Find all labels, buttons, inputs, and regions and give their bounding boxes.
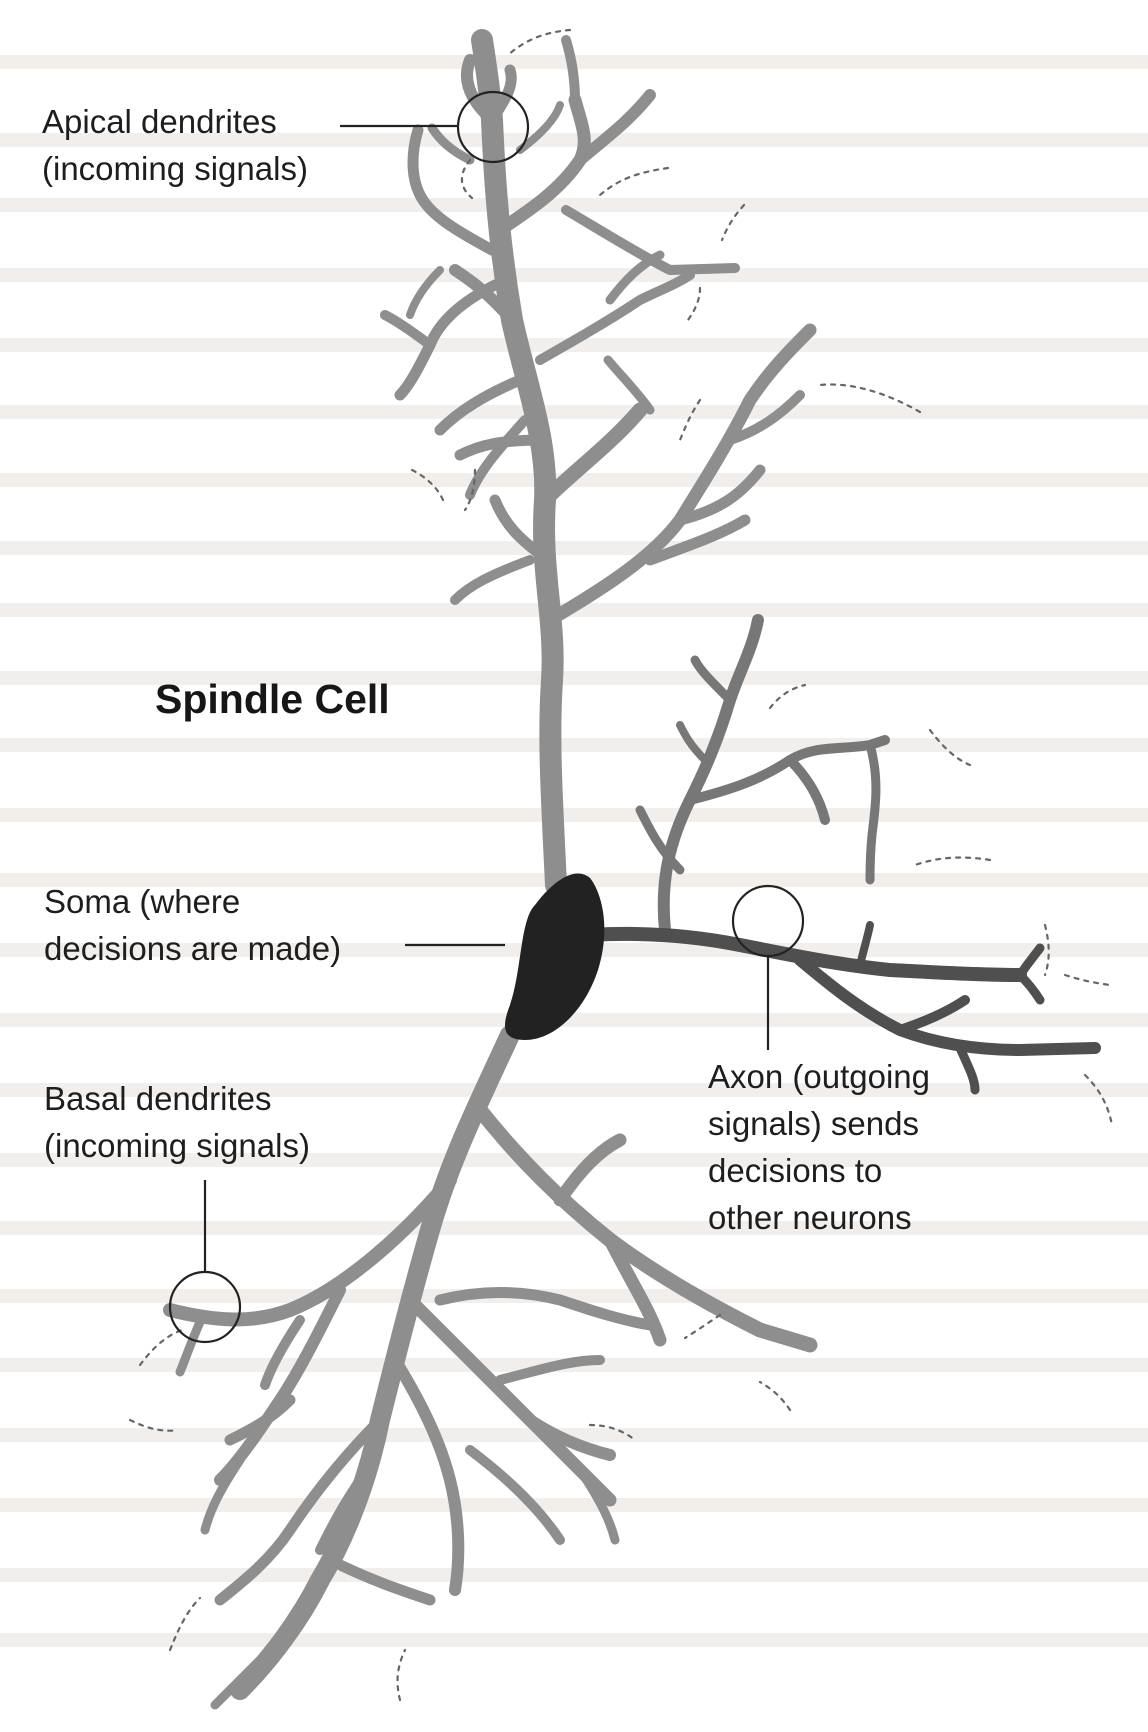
- spindle-cell-title: Spindle Cell: [155, 675, 390, 723]
- background-texture: [0, 62, 1148, 1640]
- axon-label: Axon (outgoing signals) sends decisions …: [708, 1053, 930, 1241]
- apical-dendrites-label: Apical dendrites (incoming signals): [42, 98, 308, 192]
- basal-dendrites-label: Basal dendrites (incoming signals): [44, 1075, 310, 1169]
- apical-dendrites: [385, 40, 810, 885]
- soma-label: Soma (where decisions are made): [44, 878, 341, 972]
